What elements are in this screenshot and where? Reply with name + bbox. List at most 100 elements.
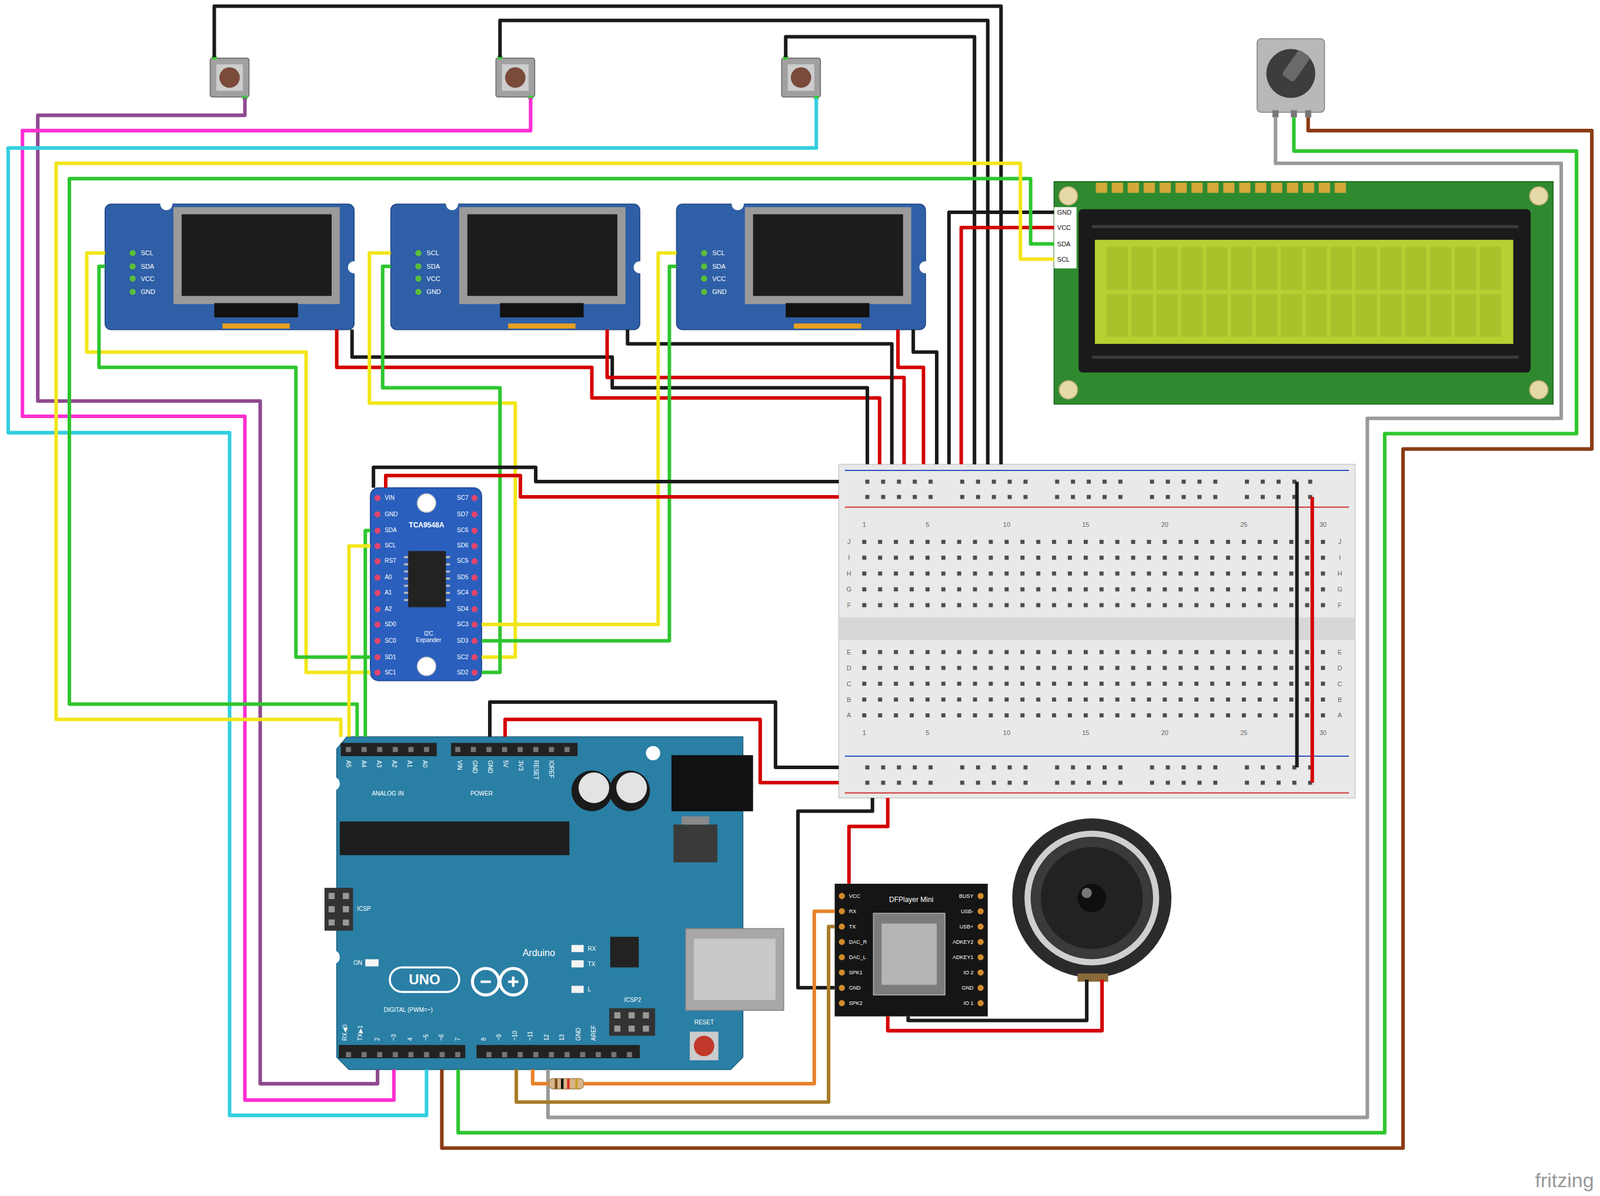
- header-pins: [451, 742, 578, 757]
- header-pins: [341, 742, 437, 757]
- pin-label: GND: [712, 288, 727, 296]
- pin-label: VCC: [1057, 224, 1071, 232]
- pin-label: GND: [849, 984, 861, 991]
- push-button: [209, 54, 249, 101]
- wire: [532, 911, 835, 1084]
- pin-label: RX: [849, 907, 857, 914]
- wire: [489, 702, 839, 768]
- pin-label: DAC_L: [849, 954, 867, 961]
- wire: [627, 329, 892, 465]
- sd-card: [881, 923, 937, 985]
- wire: [458, 117, 1577, 1134]
- breadboard: 151015202530JIHGFEDCBAJIHGFEDCBA15101520…: [838, 464, 1355, 798]
- pin-label: A0: [421, 760, 429, 768]
- wire: [365, 530, 371, 737]
- pin-label: A2: [384, 605, 392, 613]
- rail-line-red: [844, 507, 1349, 794]
- led: [571, 960, 584, 968]
- pin-label: TX: [588, 960, 596, 968]
- pin-label: 12: [543, 1034, 551, 1041]
- pin-label: SCL: [426, 249, 439, 257]
- breadboard-body: [838, 464, 1355, 799]
- resistor-band: [566, 1078, 570, 1089]
- wire: [949, 212, 1055, 465]
- icsp-header: [324, 887, 354, 931]
- pin-label: I2C Expander: [411, 629, 446, 644]
- mount-hole: [645, 746, 660, 761]
- pin-label: H: [1337, 569, 1343, 578]
- pin-label: VCC: [849, 892, 861, 899]
- wire: [481, 266, 677, 641]
- i2c-multiplexer: VINGNDSDASCLRSTA0A1A2SD0SC0SD1SC1SC7SD7S…: [370, 487, 482, 681]
- pin-label: UNO: [408, 971, 440, 988]
- wire: [481, 252, 677, 625]
- wire: [8, 98, 817, 1116]
- pin-label: B: [1337, 695, 1342, 704]
- wire: [961, 227, 1055, 465]
- pin-label: GND: [426, 288, 441, 296]
- pin-label: GND: [486, 760, 494, 774]
- pin-label: ~5: [423, 1034, 431, 1041]
- lcd-glass: [1094, 239, 1513, 344]
- resistor-symbol: [549, 1078, 584, 1089]
- pin-label: 1: [862, 520, 867, 529]
- hole-grid: [856, 644, 1331, 724]
- pin-label: VCC: [712, 274, 726, 283]
- mount-hole: [325, 776, 340, 791]
- wire: [913, 329, 937, 465]
- pin-label: SPK2: [849, 1000, 863, 1007]
- pin-label: 4: [406, 1037, 414, 1041]
- pin-label: G: [846, 585, 853, 594]
- pin-label: F: [846, 601, 851, 610]
- watermark: fritzing: [1534, 1168, 1594, 1192]
- pin-label: VCC: [140, 274, 155, 283]
- wire: [348, 545, 370, 737]
- pin-label: E: [846, 648, 851, 657]
- pin-label: SD2: [456, 669, 469, 677]
- pin-label: SDA: [384, 527, 397, 535]
- wire: [373, 467, 839, 489]
- pin-label: SD6: [456, 542, 469, 550]
- pin-label: 15: [1081, 729, 1090, 737]
- pin-label: ICSP2: [623, 996, 641, 1004]
- push-button: [495, 54, 535, 101]
- jumper-wire: [1295, 481, 1299, 768]
- pin-label: ICSP: [356, 905, 371, 913]
- led: [365, 959, 379, 967]
- oled-module: SCLSDAVCCGND: [105, 204, 354, 330]
- mux-board: [370, 488, 482, 681]
- resistor-band: [575, 1078, 578, 1089]
- pin-label: ~10: [512, 1030, 520, 1041]
- header: [338, 1044, 466, 1059]
- hole-grid: [856, 533, 1331, 614]
- chip-legs: [403, 557, 450, 601]
- usb-chip: [610, 936, 640, 968]
- pin-label: 5: [925, 520, 930, 529]
- pin-label: ~6: [438, 1034, 446, 1041]
- uno-outline: [389, 967, 460, 992]
- led: [571, 985, 584, 993]
- pin-label: 30: [1319, 520, 1327, 529]
- pin-label: SC6: [456, 527, 469, 535]
- wire: [98, 266, 371, 658]
- wire: [607, 329, 905, 465]
- pin-label: A1: [384, 589, 392, 597]
- pin-label: RX◀0: [341, 1024, 349, 1041]
- capacitor: [571, 770, 613, 811]
- pin-label: 20: [1161, 729, 1169, 737]
- mux-chip: [408, 550, 446, 607]
- pin-label: ~9: [495, 1034, 503, 1041]
- pin-label: GND: [384, 510, 398, 519]
- pin-label: DFPlayer Mini: [889, 896, 934, 905]
- pin-label: IOREF: [547, 760, 555, 779]
- pin-label: DIGITAL (PWM=~): [383, 1006, 433, 1014]
- header: [476, 1044, 640, 1059]
- pin-label: POWER: [470, 790, 493, 798]
- pin-label: SC0: [384, 637, 396, 645]
- pin-label: SDA: [140, 262, 155, 271]
- wire: [369, 252, 516, 657]
- pin-label: RX: [588, 945, 597, 953]
- oled-module-art: [391, 198, 647, 330]
- pin-label: 10: [1003, 729, 1011, 737]
